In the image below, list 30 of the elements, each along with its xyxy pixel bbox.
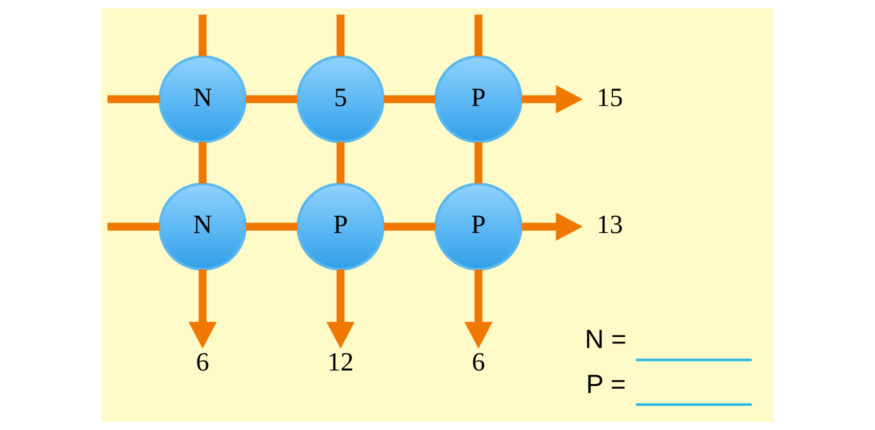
arrow — [188, 269, 217, 349]
label: P = — [586, 368, 626, 399]
connector — [336, 14, 344, 56]
connector — [474, 142, 482, 184]
node-circle: N — [158, 55, 247, 144]
arrow — [326, 269, 355, 349]
label: N = — [584, 324, 626, 354]
node-text: 6 — [196, 347, 210, 376]
connector — [474, 14, 482, 56]
arrow — [522, 85, 583, 114]
connector — [336, 142, 344, 184]
connector — [198, 14, 207, 56]
connector — [384, 95, 436, 104]
node-text: 6 — [472, 347, 486, 376]
connector — [384, 222, 436, 231]
node-circle: N — [158, 182, 247, 271]
node-circle: 5 — [296, 55, 385, 144]
node-circle: P — [296, 182, 385, 271]
connector — [107, 222, 160, 231]
node-text: 13 — [596, 210, 623, 240]
arrow — [464, 269, 493, 349]
connector — [246, 222, 298, 231]
node-circle: P — [434, 55, 522, 144]
connector — [107, 95, 160, 104]
node-text: 12 — [327, 347, 354, 376]
node-text: 15 — [596, 82, 623, 112]
connector — [246, 95, 298, 104]
arrow — [522, 212, 583, 241]
node-circle: P — [434, 182, 522, 271]
connector — [198, 142, 207, 184]
